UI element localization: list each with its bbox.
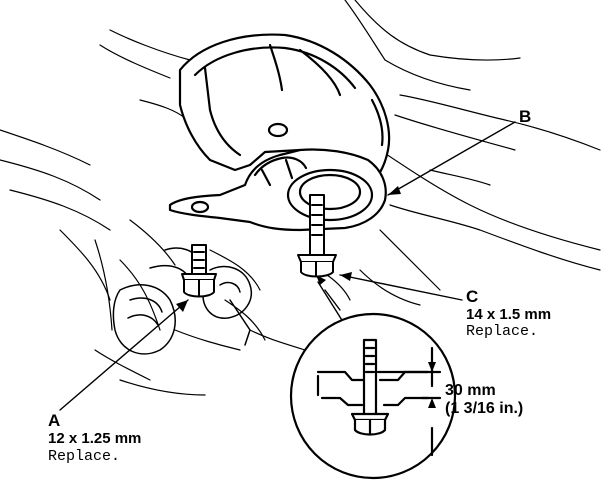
callout-c-letter: C: [466, 287, 479, 306]
callout-c-size: 14 x 1.5 mm: [466, 306, 552, 323]
surrounding-parts: [0, 0, 601, 396]
callout-a-size: 12 x 1.25 mm: [48, 430, 142, 447]
callout-a-letter: A: [48, 411, 61, 430]
callout-b-letter: B: [519, 107, 532, 126]
callout-a-note: Replace.: [48, 448, 121, 465]
knuckle-assembly: [112, 247, 252, 355]
callout-c-note: Replace.: [466, 323, 539, 340]
bolt-a: [181, 244, 217, 298]
detail-circle: [289, 312, 457, 480]
arrowheads: [176, 186, 401, 312]
dimension-metric: 30 mm: [445, 382, 496, 399]
dimension-arrowheads: [428, 362, 436, 408]
flange-plate: [168, 148, 387, 232]
dimension-imperial: (1 3/16 in.): [445, 400, 524, 417]
leader-lines: [59, 121, 516, 411]
mount-bracket: [178, 33, 391, 184]
